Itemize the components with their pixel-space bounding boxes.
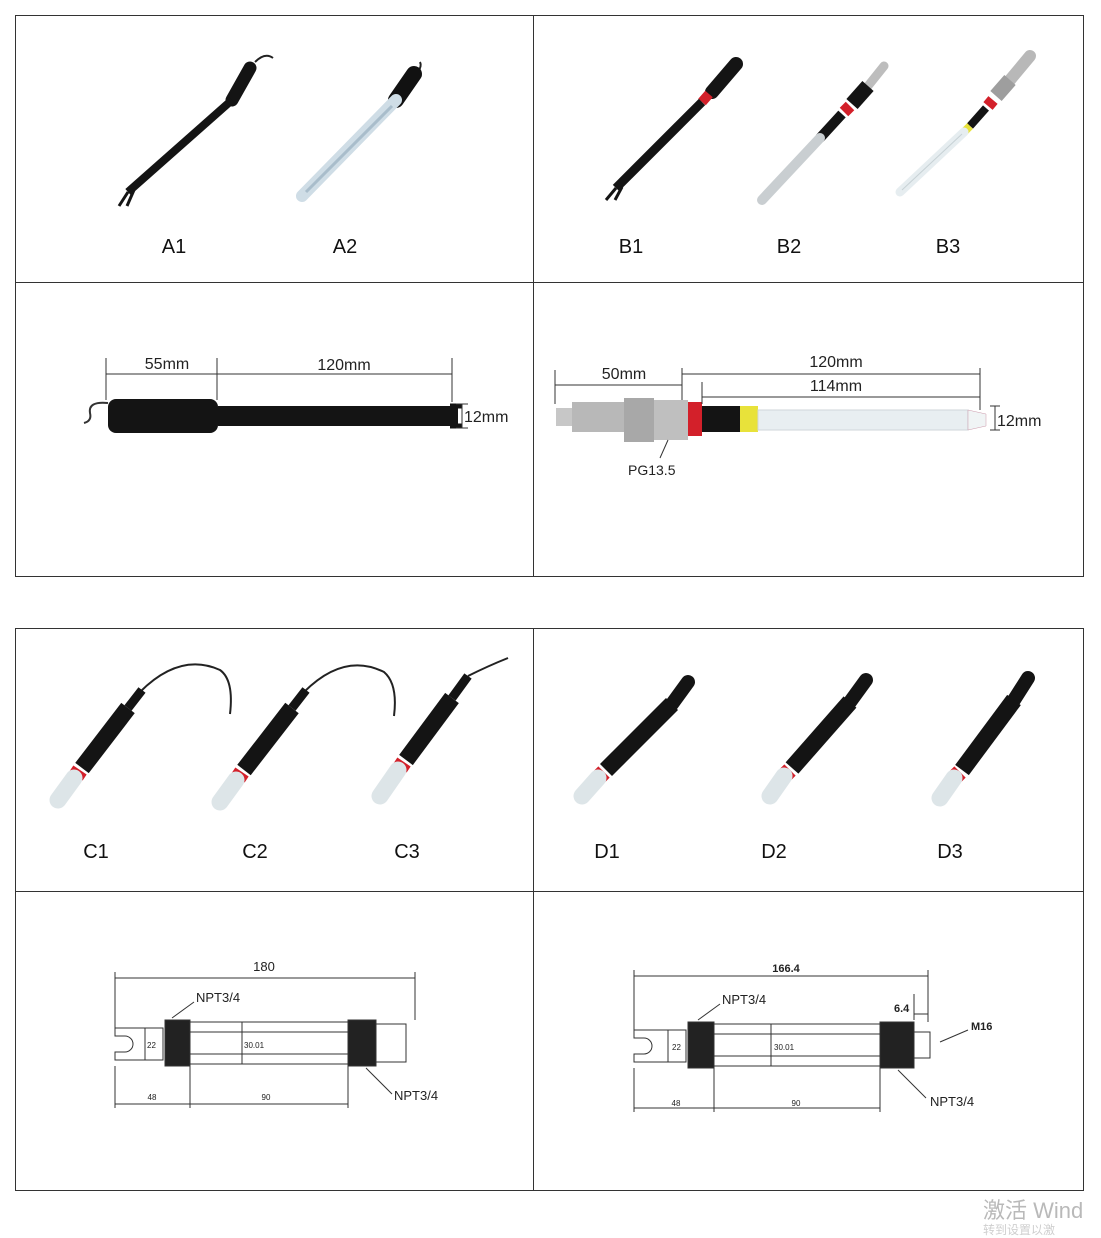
label-d1: D1	[594, 841, 620, 863]
dim-b-total: 120mm	[809, 354, 862, 371]
activation-watermark-subtext: 转到设置以激	[983, 1223, 1056, 1237]
drawing-d-d2: 30.01	[774, 1043, 795, 1052]
drawing-c-thread-bottom: NPT3/4	[394, 1088, 438, 1103]
dim-b-thread-length: 50mm	[602, 366, 646, 383]
drawing-c-total: 180	[253, 959, 275, 974]
drawing-d-offset: 6.4	[894, 1003, 910, 1015]
label-b2: B2	[776, 236, 802, 258]
top-table	[15, 15, 1084, 577]
drawing-c-l1: 48	[148, 1093, 157, 1102]
dim-b-diameter: 12mm	[997, 413, 1041, 430]
probe-d2-image	[761, 673, 873, 805]
dim-a-head: 55mm	[145, 356, 189, 373]
probe-b-dimension-drawing	[554, 368, 1000, 459]
drawing-d-l1: 48	[672, 1099, 681, 1108]
probe-c1-image	[49, 663, 232, 809]
label-b3: B3	[935, 236, 961, 258]
label-c3: C3	[394, 841, 420, 863]
drawing-d-connector: M16	[971, 1021, 992, 1033]
label-b1: B1	[618, 236, 644, 258]
drawing-d-l2: 90	[792, 1099, 801, 1108]
divider	[16, 282, 1083, 283]
dim-a-diameter: 12mm	[464, 409, 508, 426]
dim-b-thread: PG13.5	[628, 462, 676, 478]
bottom-table	[15, 628, 1084, 1191]
drawing-d-d1: 22	[672, 1043, 681, 1052]
probe-a1-image	[117, 54, 274, 207]
drawing-c-l2: 90	[262, 1093, 271, 1102]
drawing-c-d2: 30.01	[244, 1041, 265, 1050]
dim-b-glass: 114mm	[810, 378, 862, 395]
label-a1: A1	[161, 236, 187, 258]
probe-a2-image	[296, 61, 422, 202]
drawing-d-thread-bottom: NPT3/4	[930, 1094, 974, 1109]
probe-a-dimension-drawing	[83, 358, 468, 433]
label-d2: D2	[761, 841, 787, 863]
divider	[16, 891, 1083, 892]
technical-drawing-c	[114, 972, 416, 1108]
technical-drawing-d	[633, 970, 969, 1112]
divider	[533, 16, 534, 576]
probe-d1-image	[573, 675, 695, 805]
drawing-c-d1: 22	[147, 1041, 156, 1050]
divider	[533, 629, 534, 1190]
probe-c3-image	[371, 657, 509, 805]
probe-b3-image	[895, 50, 1036, 197]
label-c2: C2	[242, 841, 268, 863]
drawing-d-total: 166.4	[772, 963, 800, 975]
label-d3: D3	[937, 841, 963, 863]
dim-a-body: 120mm	[317, 357, 370, 374]
probe-b2-image	[757, 61, 889, 205]
drawing-c-thread-top: NPT3/4	[196, 990, 240, 1005]
activation-watermark: 激活 Wind	[983, 1198, 1084, 1223]
drawing-d-thread-top: NPT3/4	[722, 992, 766, 1007]
probe-d3-image	[931, 671, 1035, 807]
label-c1: C1	[83, 841, 109, 863]
label-a2: A2	[332, 236, 358, 258]
probe-b1-image	[604, 57, 743, 201]
probe-c2-image	[211, 664, 396, 811]
probe-photos-a: 55mm 120mm 12mm 50mm 120mm 114mm 12mm PG…	[83, 50, 1041, 478]
